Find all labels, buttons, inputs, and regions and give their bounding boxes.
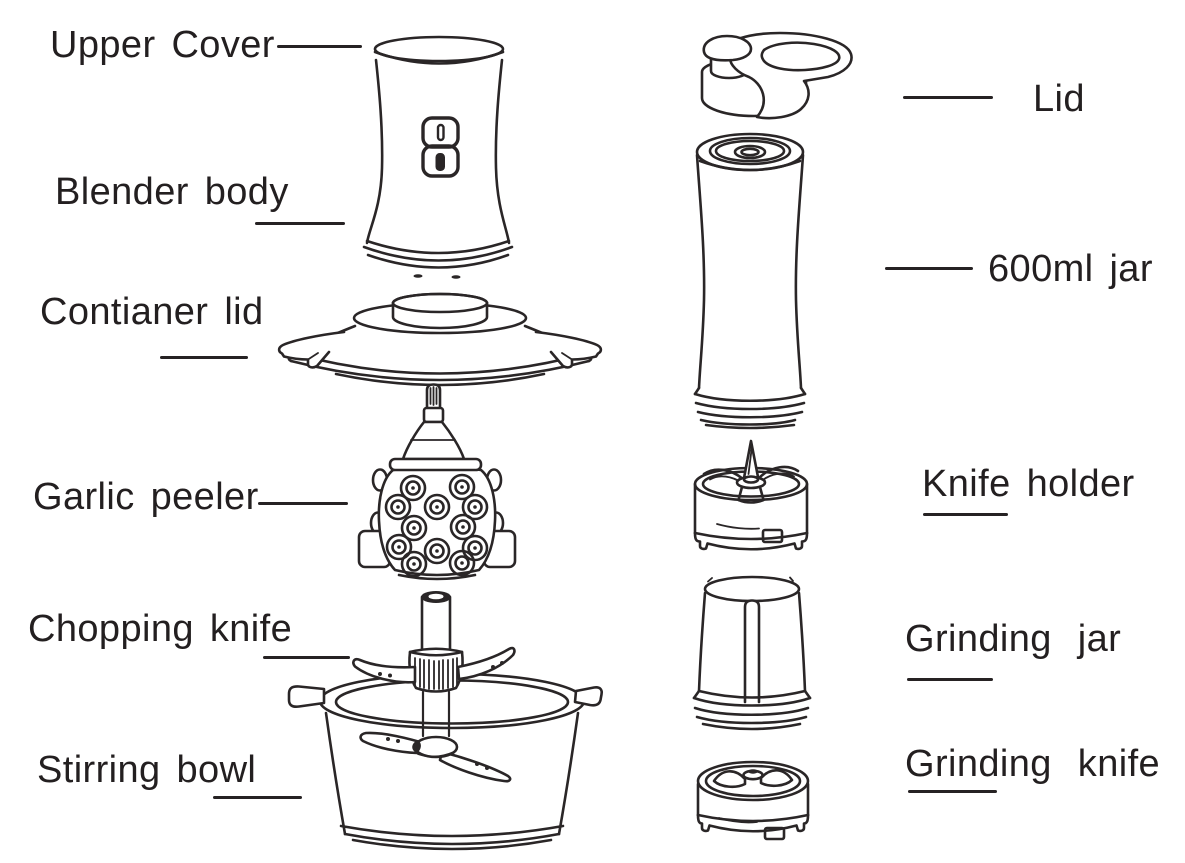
- container-lid-underline: [160, 356, 248, 359]
- chopping-knife-illustration: [353, 591, 514, 781]
- label-600ml-jar: 600ml jar: [988, 248, 1153, 290]
- lid-flip-cap: [704, 36, 751, 60]
- blender-body-underline: [255, 222, 345, 225]
- label-grinding-knife: Grinding knife: [905, 743, 1161, 785]
- jar-threads: [695, 388, 805, 428]
- label-upper-cover: Upper Cover: [50, 24, 275, 66]
- grinding-knife-illustration: [691, 751, 813, 843]
- bowl-handle-left: [289, 686, 324, 706]
- lid-handle-right: [536, 332, 601, 367]
- label-grinding-jar: Grinding jar: [905, 618, 1122, 660]
- grinding-jar-underline: [907, 678, 993, 681]
- container-lid-illustration: [274, 286, 604, 398]
- stirring-bowl-illustration: [282, 591, 602, 860]
- peeler-bumps: [386, 475, 487, 576]
- label-container-lid: Contianer lid: [40, 291, 264, 333]
- lid-leader-line: [903, 96, 993, 99]
- grinding-jar-threads: [694, 691, 810, 729]
- lid-handle-left: [279, 332, 344, 367]
- label-garlic-peeler: Garlic peeler: [33, 476, 259, 518]
- chopping-knife-underline: [263, 656, 350, 659]
- 600ml-jar-leader-line: [885, 267, 973, 270]
- label-stirring-bowl: Stirring bowl: [37, 749, 257, 791]
- grinding-jar-illustration: [692, 571, 810, 739]
- garlic-peeler-illustration: [354, 381, 520, 585]
- grinding-knife-latch: [765, 828, 784, 839]
- 600ml-jar-illustration: [692, 130, 810, 432]
- label-lid: Lid: [1033, 78, 1085, 120]
- power-buttons-icon: [423, 118, 458, 176]
- upper-cover-leader-line: [277, 45, 362, 48]
- blender-body-illustration: [356, 33, 516, 279]
- knife-holder-underline: [923, 513, 1008, 516]
- knife-holder-illustration: [691, 433, 813, 551]
- label-knife-holder: Knife holder: [922, 463, 1135, 505]
- grinding-knife-underline: [908, 790, 997, 793]
- label-chopping-knife: Chopping knife: [28, 608, 293, 650]
- bowl-handle-right: [575, 687, 602, 705]
- holder-latch: [763, 530, 782, 542]
- stirring-bowl-underline: [213, 796, 302, 799]
- garlic-peeler-leader-line: [258, 502, 348, 505]
- lid-illustration: [690, 30, 860, 125]
- label-blender-body: Blender body: [55, 171, 289, 213]
